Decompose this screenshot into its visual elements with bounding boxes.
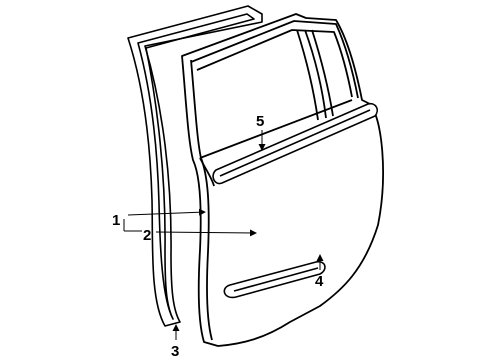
callout-1: 1 xyxy=(112,212,120,229)
belt-molding xyxy=(212,102,378,185)
leader-lines xyxy=(123,130,324,340)
door-shell xyxy=(181,13,384,347)
callout-5: 5 xyxy=(256,113,264,130)
lower-molding xyxy=(223,260,326,299)
callout-3: 3 xyxy=(171,343,179,360)
callout-2: 2 xyxy=(143,227,151,244)
weatherstrip-seal xyxy=(127,5,263,327)
callout-4: 4 xyxy=(315,273,324,290)
